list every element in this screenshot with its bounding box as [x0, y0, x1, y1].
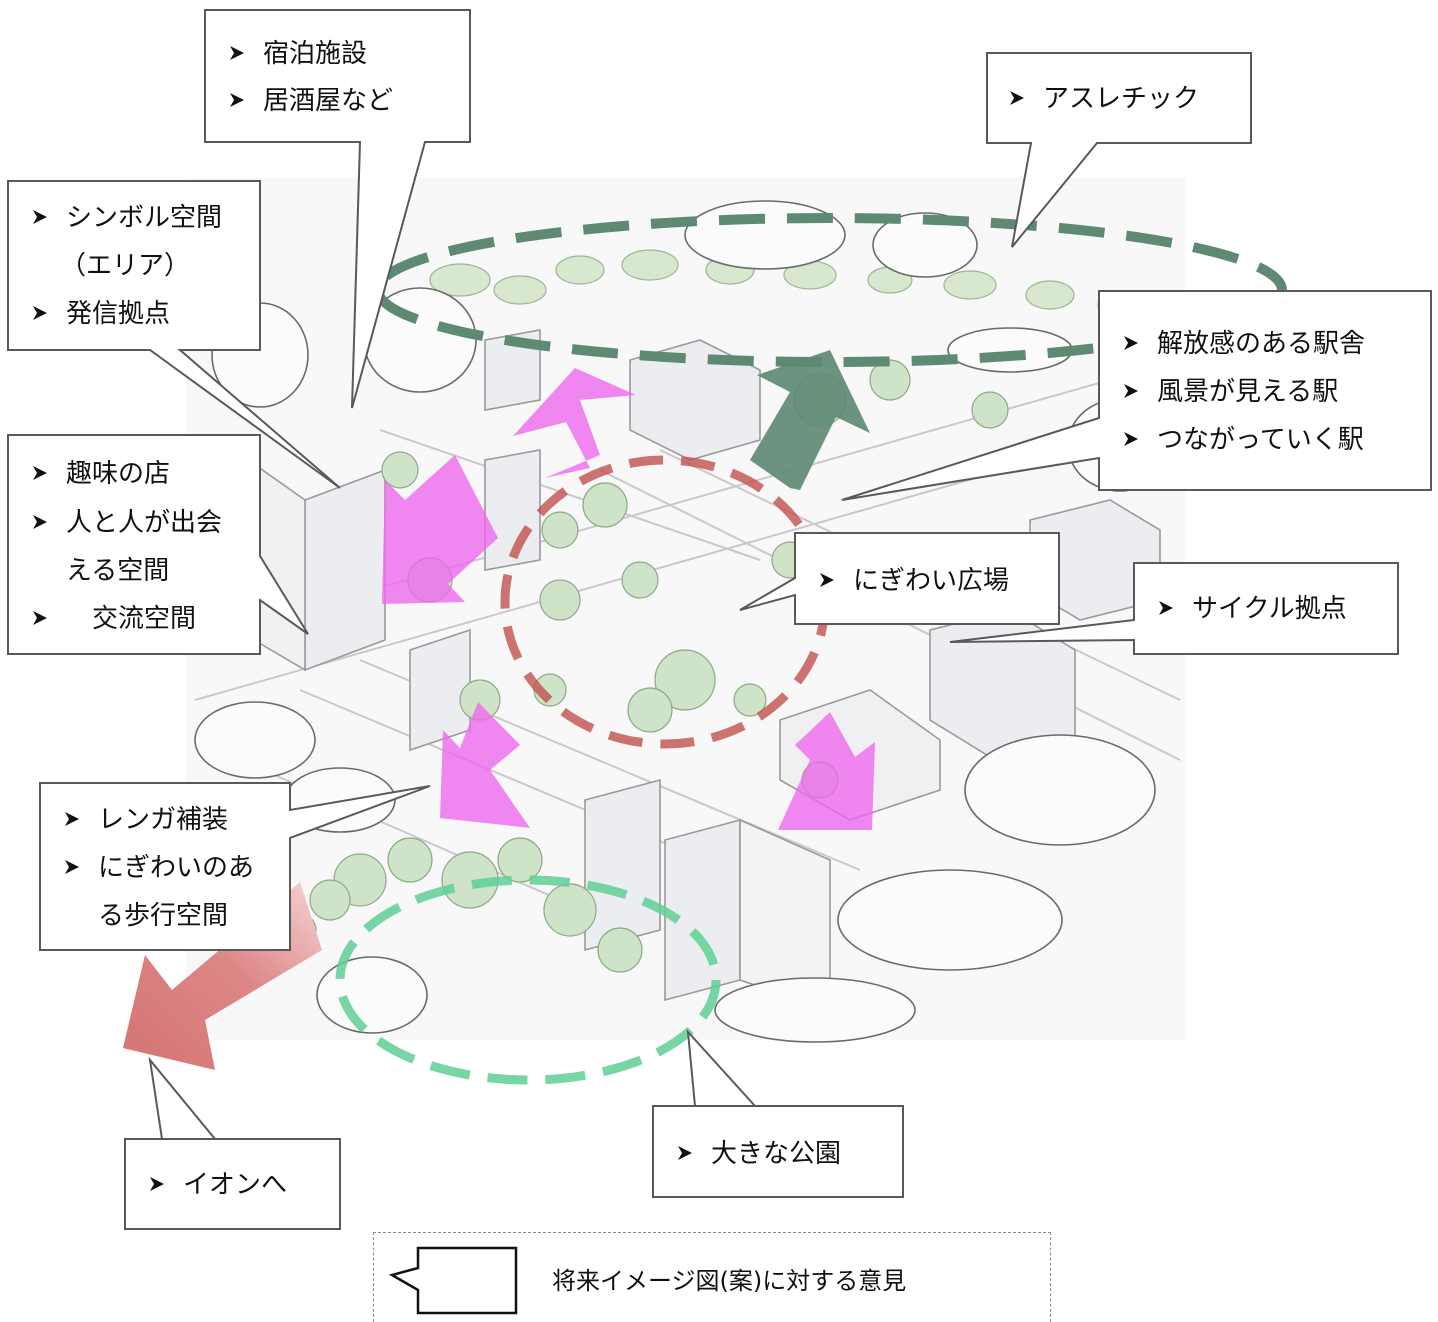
- callout-station-line-2: 風景が見える駅: [1157, 377, 1338, 407]
- callout-brick-line-1: レンガ補装: [98, 805, 228, 835]
- magenta-arrow-southwest: [440, 702, 530, 828]
- callout-symbol-line-2: （エリア）: [60, 251, 190, 281]
- magenta-arrow-southeast: [778, 712, 875, 830]
- callout-athletic: アスレチック: [1010, 84, 1199, 114]
- callout-symbol: シンボル空間 （エリア） 発信拠点: [33, 203, 222, 329]
- callout-symbol-line-3: 発信拠点: [66, 299, 170, 329]
- callout-hobby-frame: [7, 434, 309, 655]
- callout-park: 大きな公園: [678, 1139, 841, 1169]
- callout-cycle-line-1: サイクル拠点: [1192, 594, 1347, 624]
- callout-athletic-frame: [986, 52, 1252, 248]
- callout-plaza: にぎわい広場: [820, 566, 1009, 596]
- green-arrow-to-forest: [750, 350, 870, 490]
- legend-label: 将来イメージ図(案)に対する意見: [552, 1267, 907, 1295]
- callout-cycle: サイクル拠点: [1159, 594, 1347, 624]
- callout-lodging-frame: [204, 9, 471, 409]
- callout-aeon: イオンへ: [150, 1170, 287, 1200]
- callout-hobby: 趣味の店 人と人が出会 える空間 交流空間: [33, 459, 222, 634]
- magenta-arrow-northeast: [513, 368, 636, 478]
- callout-park-frame: [652, 1029, 904, 1198]
- callout-station-frame: [841, 290, 1432, 501]
- callout-hobby-line-2: 人と人が出会: [66, 508, 222, 538]
- callout-athletic-line-1: アスレチック: [1043, 84, 1199, 114]
- park-zone-dashed-ellipse: [335, 875, 721, 1085]
- magenta-arrow-northwest: [382, 455, 498, 604]
- callout-station-line-1: 解放感のある駅舎: [1157, 329, 1365, 359]
- callout-plaza-frame: [739, 532, 1060, 625]
- callout-hobby-line-1: 趣味の店: [66, 459, 170, 489]
- callout-aeon-frame: [124, 1056, 341, 1230]
- callout-symbol-line-1: シンボル空間: [66, 203, 222, 233]
- callout-station: 解放感のある駅舎 風景が見える駅 つながっていく駅: [1124, 329, 1365, 455]
- callout-brick-line-2: にぎわいのあ: [98, 853, 254, 883]
- callout-hobby-line-4: 交流空間: [66, 604, 196, 634]
- callout-plaza-line-1: にぎわい広場: [853, 566, 1009, 596]
- callout-brick-line-3: る歩行空間: [98, 901, 228, 931]
- callout-hobby-line-3: える空間: [66, 556, 169, 586]
- callout-park-line-1: 大きな公園: [711, 1139, 841, 1169]
- callout-brick: レンガ補装 にぎわいのあ る歩行空間: [65, 805, 254, 931]
- callout-cycle-frame: [949, 562, 1399, 655]
- callout-symbol-frame: [7, 180, 341, 489]
- callout-lodging-line-2: 居酒屋など: [263, 86, 393, 116]
- legend-box: 将来イメージ図(案)に対する意見: [373, 1232, 1051, 1322]
- callout-aeon-line-1: イオンへ: [183, 1170, 287, 1200]
- callout-station-line-3: つながっていく駅: [1157, 425, 1364, 455]
- legend-callout-icon: [388, 1246, 518, 1315]
- callout-lodging-line-1: 宿泊施設: [263, 39, 367, 69]
- callout-brick-frame: [39, 782, 431, 951]
- callout-lodging: 宿泊施設 居酒屋など: [230, 39, 393, 116]
